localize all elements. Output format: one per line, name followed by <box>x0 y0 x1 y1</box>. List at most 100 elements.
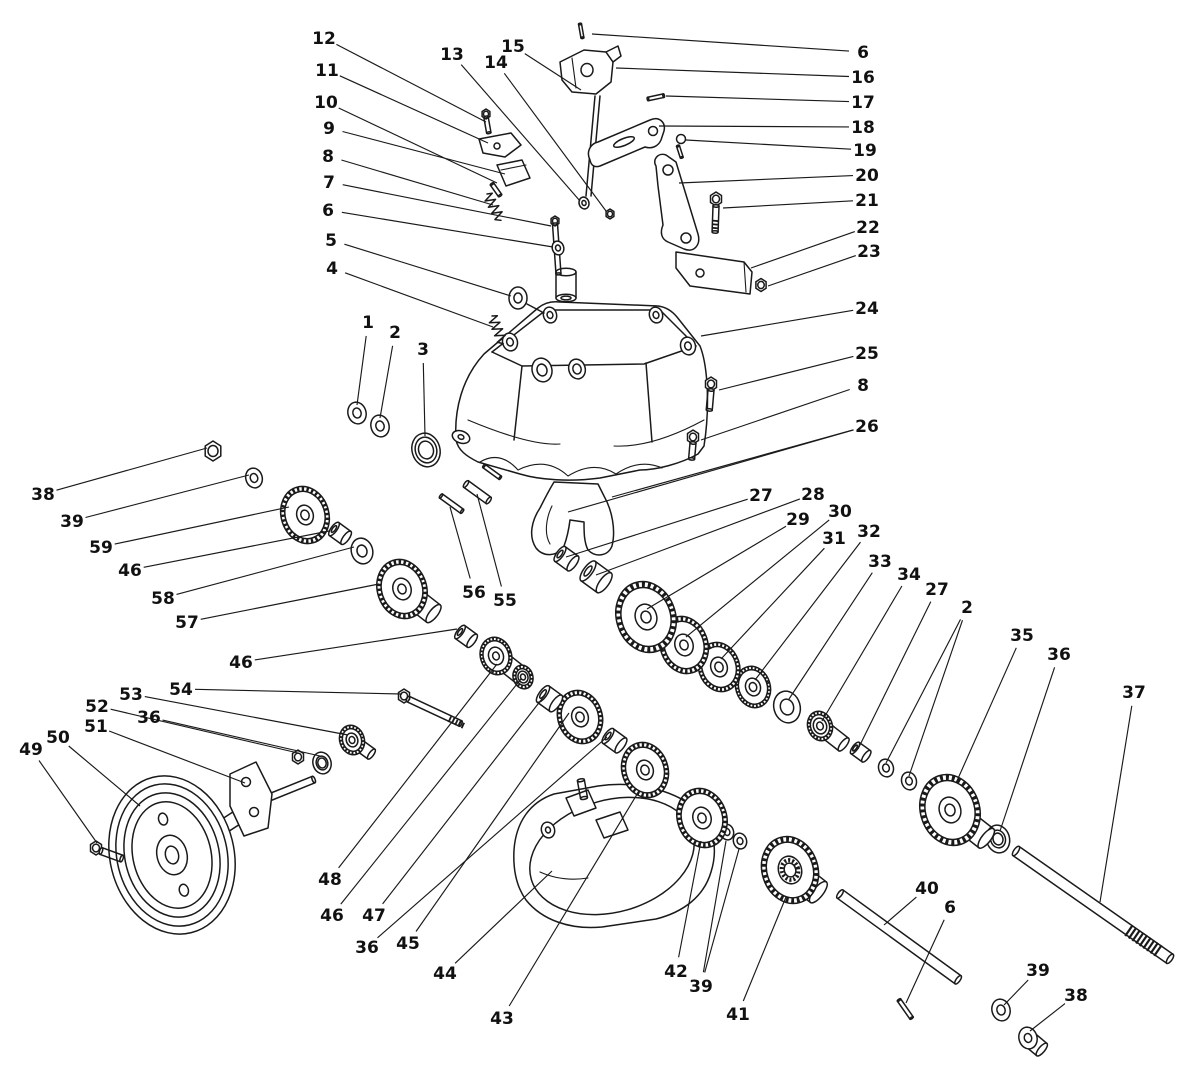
part-number-label: 58 <box>151 589 175 609</box>
leader-line <box>449 506 471 579</box>
leader-line <box>615 67 850 78</box>
part-number-label: 46 <box>118 561 142 581</box>
leader-line <box>342 184 552 227</box>
bolt-boss <box>648 306 664 324</box>
roll-pin-55 <box>462 479 493 505</box>
part-number-label: 47 <box>362 906 386 926</box>
leader-line <box>1099 705 1133 903</box>
leader-line <box>162 719 321 757</box>
leader-line <box>658 125 850 128</box>
spring-8 <box>484 192 503 222</box>
shift-bracket-16 <box>559 45 622 95</box>
part-number-label: 38 <box>1064 986 1088 1006</box>
part-number-label: 37 <box>1122 683 1146 703</box>
part-number-label: 48 <box>318 870 342 890</box>
leader-line <box>110 708 299 754</box>
cover-stud <box>576 778 589 801</box>
seal-part-3 <box>411 432 441 468</box>
bolt-12-shaft <box>483 115 492 135</box>
leader-line <box>591 33 850 52</box>
leader-line <box>382 694 546 905</box>
part-number-label: 35 <box>1010 626 1034 646</box>
part-number-label: 3 <box>417 340 429 360</box>
bolt-21-shaft <box>711 204 720 234</box>
bevel-gear-59 <box>279 485 331 545</box>
leader-line <box>176 546 355 595</box>
leader-line <box>720 547 825 660</box>
part-number-label: 38 <box>31 485 55 505</box>
part-number-label: 53 <box>119 685 143 705</box>
bearing-bracket-51 <box>229 761 273 837</box>
part-number-label: 2 <box>961 598 973 618</box>
part-number-label: 50 <box>46 728 70 748</box>
leader-line <box>999 667 1056 832</box>
leader-line <box>38 760 98 844</box>
part-number-label: 11 <box>315 61 339 81</box>
leader-line <box>567 429 854 513</box>
part-number-label: 20 <box>855 166 879 186</box>
leader-line <box>338 663 498 869</box>
leader-line <box>338 107 498 184</box>
part-number-label: 29 <box>786 510 810 530</box>
part-number-label: 28 <box>801 485 825 505</box>
leader-line <box>379 345 394 419</box>
leader-line <box>254 628 458 661</box>
detent-cam-5 <box>508 286 545 314</box>
part-number-label: 6 <box>944 898 956 918</box>
gear-part-53 <box>338 724 366 756</box>
leader-line <box>665 95 850 103</box>
part-number-label: 54 <box>169 680 193 700</box>
leader-line <box>415 712 570 932</box>
nut-52 <box>291 749 305 765</box>
washer-6 <box>551 240 565 256</box>
washer-39-bottom-right <box>991 998 1011 1022</box>
nut-38 <box>204 440 222 462</box>
part-number-label: 18 <box>851 118 875 138</box>
bushing-27a <box>553 545 580 572</box>
part-number-label: 12 <box>312 29 336 49</box>
idler-shaft-40 <box>835 889 963 985</box>
part-number-label: 43 <box>490 1009 514 1029</box>
bolt-54-threads <box>447 716 466 729</box>
part-number-label: 55 <box>493 591 517 611</box>
leader-line <box>955 647 1017 784</box>
part-number-label: 8 <box>857 376 869 396</box>
leader-line <box>1003 979 1029 1006</box>
leader-line <box>108 730 246 784</box>
part-number-label: 1 <box>362 313 374 333</box>
part-number-label: 45 <box>396 934 420 954</box>
part-number-label: 44 <box>433 964 457 984</box>
leader-line <box>646 525 787 610</box>
bolt-21-head <box>709 191 723 207</box>
leader-line <box>767 255 856 287</box>
cup-washer-58 <box>350 537 374 565</box>
plate-11 <box>478 132 522 158</box>
leader-line <box>339 75 489 144</box>
part-number-label: 6 <box>322 201 334 221</box>
leader-line <box>341 211 554 248</box>
bushing-46-left <box>327 521 353 546</box>
leader-line <box>908 620 964 777</box>
mount-bracket-22-24 <box>675 251 753 295</box>
leader-line <box>718 355 854 391</box>
bushing-27b <box>849 741 872 763</box>
part-number-label: 8 <box>322 147 334 167</box>
part-number-label: 14 <box>484 53 508 73</box>
leader-line <box>857 601 932 750</box>
gear-part-45 <box>556 689 604 745</box>
lever-18 <box>587 118 666 168</box>
leader-line <box>476 493 502 587</box>
part-number-label: 49 <box>19 740 43 760</box>
leader-line <box>678 840 702 958</box>
bolt-boss <box>542 306 558 324</box>
part-number-label: 36 <box>137 708 161 728</box>
leader-line <box>460 64 581 202</box>
bolt-25-shaft <box>705 388 715 412</box>
leader-line <box>595 498 801 576</box>
leader-line <box>68 745 141 807</box>
leader-line <box>685 519 830 638</box>
part-number-label: 56 <box>462 583 486 603</box>
leader-line <box>722 200 854 209</box>
